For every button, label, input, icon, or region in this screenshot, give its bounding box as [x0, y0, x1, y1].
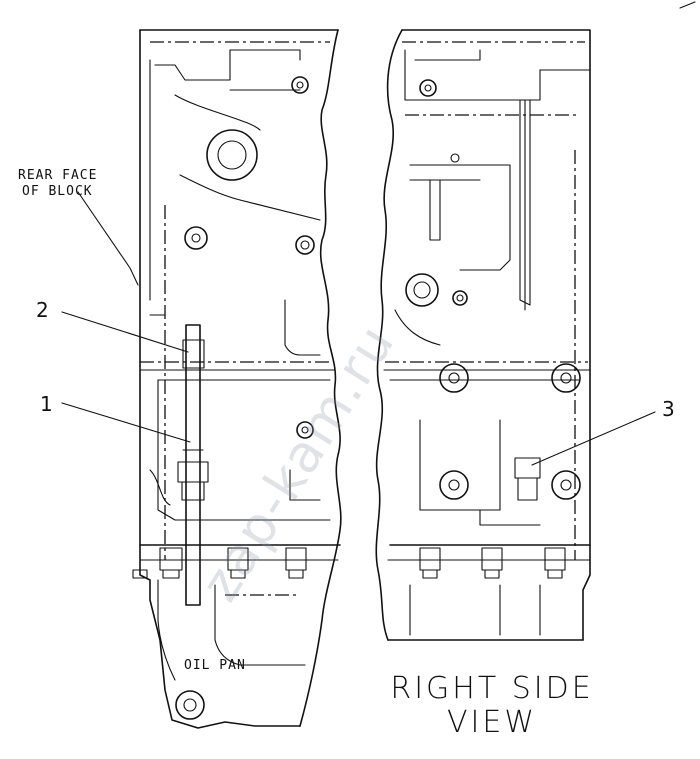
right-block-outline: [375, 29, 591, 641]
rear-face-line2: OF BLOCK: [22, 184, 93, 199]
rear-face-label: REAR FACE OF BLOCK: [18, 168, 97, 200]
callout-leaders: [61, 1, 696, 466]
rear-face-line1: REAR FACE: [18, 168, 98, 183]
oil-pan-label: OIL PAN: [184, 658, 246, 673]
callout-3: 3: [662, 397, 675, 421]
view-title-line1: RIGHT SIDE: [390, 671, 594, 706]
left-block-outline: [132, 29, 342, 729]
callout-1: 1: [40, 392, 53, 416]
view-title-line2: VIEW: [447, 705, 537, 740]
view-title: RIGHT SIDE VIEW: [372, 672, 612, 740]
callout-2: 2: [36, 298, 49, 322]
